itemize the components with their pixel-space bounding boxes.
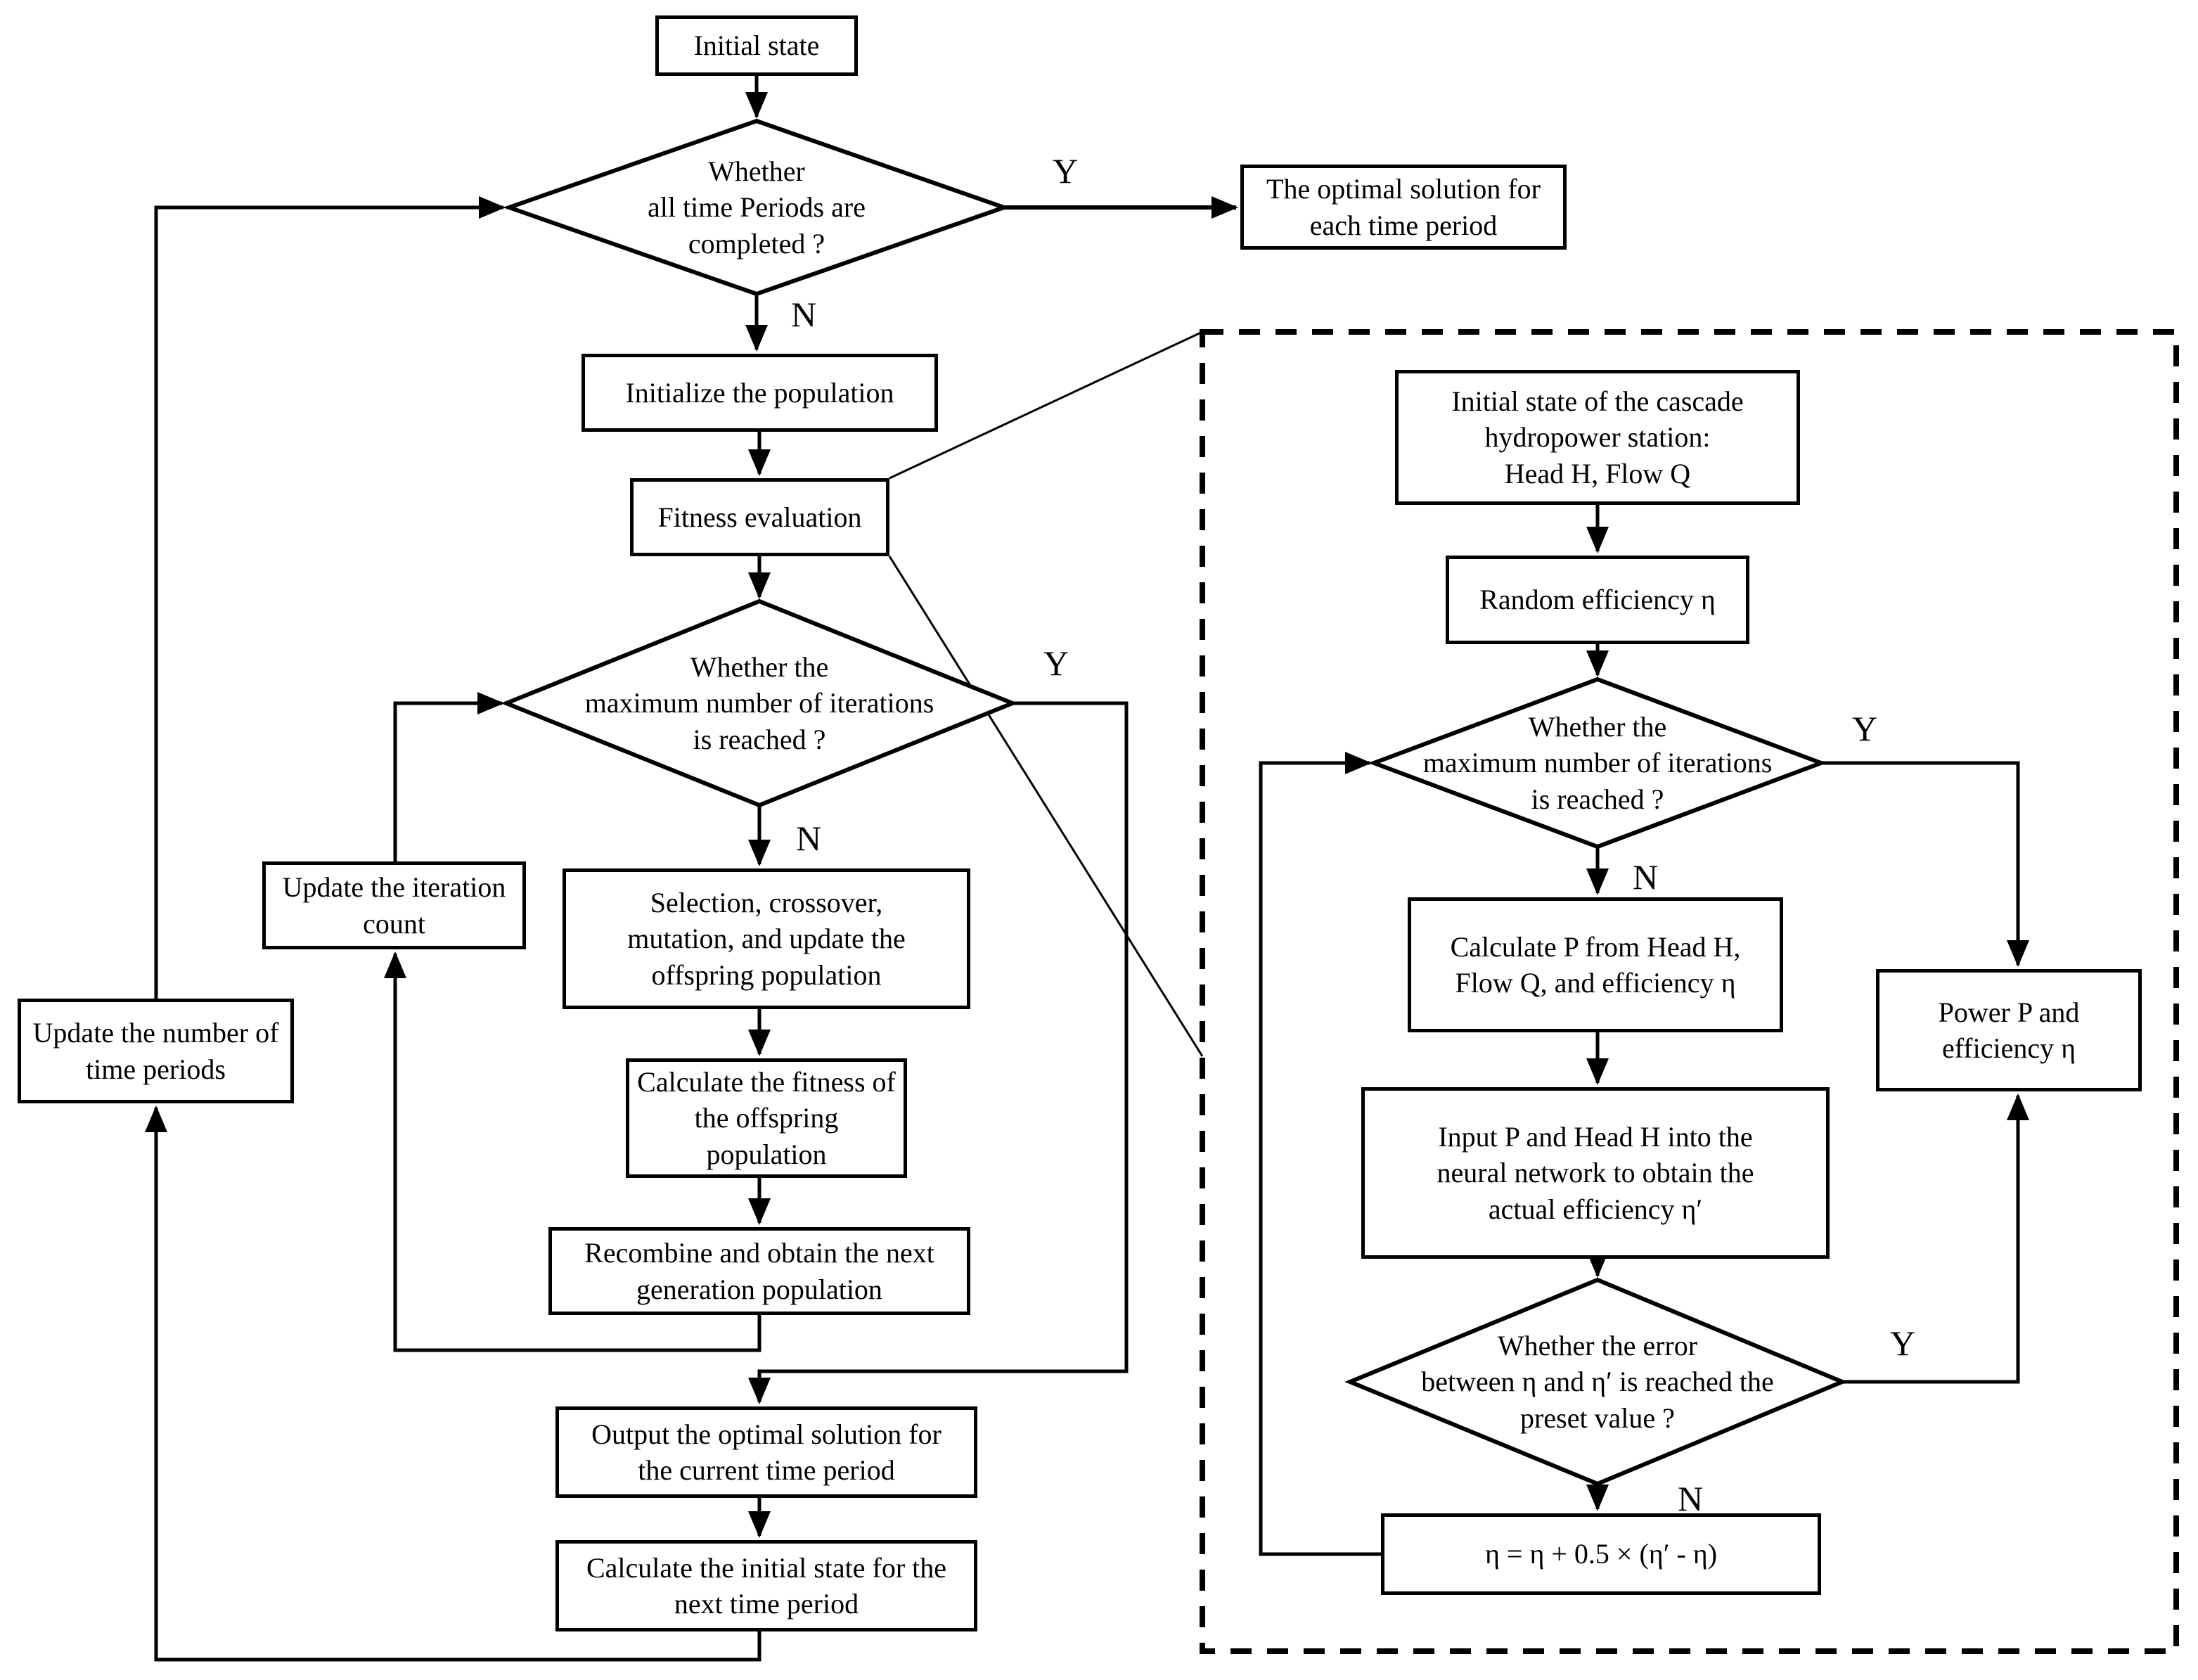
node-random-efficiency: Random efficiency η	[1446, 556, 1749, 644]
node-optimal-solution: The optimal solution for each time perio…	[1240, 165, 1567, 250]
decision-error-preset-label: Whether the error between η and η′ is re…	[1421, 1330, 1774, 1434]
decision-all-periods-shape	[502, 118, 1011, 297]
node-recombine: Recombine and obtain the next generation…	[548, 1227, 970, 1315]
edge-checkiterations-yes-to-output	[748, 701, 1129, 1404]
decision-error-preset-shape	[1344, 1277, 1848, 1487]
branch-label-yes-periods: Y	[1052, 151, 1079, 191]
edge-updateiteration-to-checkiterations	[393, 692, 504, 861]
node-update-time-periods: Update the number of time periods	[18, 999, 294, 1103]
branch-label-no-iterations2: N	[1632, 857, 1659, 897]
branch-label-no-iterations: N	[795, 819, 822, 858]
edge-checkiter2-yes-to-power	[1821, 761, 2029, 967]
node-fitness-evaluation: Fitness evaluation	[630, 478, 889, 556]
node-power-efficiency: Power P and efficiency η	[1876, 969, 2142, 1091]
decision-max-iterations2-shape	[1368, 677, 1827, 849]
decision-max-iterations-label: Whether the maximum number of iterations…	[584, 651, 934, 755]
edge-calcinitial-to-updateperiods	[145, 1105, 761, 1662]
branch-label-no-periods: N	[790, 295, 817, 334]
decision-max-iterations2-label: Whether the maximum number of iterations…	[1422, 711, 1773, 815]
node-calculate-power: Calculate P from Head H, Flow Q, and eff…	[1408, 897, 1783, 1032]
edge-updateperiods-to-checkperiods	[154, 196, 506, 999]
branch-label-yes-iterations: Y	[1043, 643, 1069, 683]
branch-label-yes-error: Y	[1889, 1323, 1916, 1363]
node-output-optimal: Output the optimal solution for the curr…	[555, 1406, 977, 1498]
node-calculate-fitness: Calculate the fitness of the offspring p…	[626, 1058, 907, 1178]
edge-recombine-to-updateiteration	[384, 951, 761, 1352]
edge-updateeta-to-checkiter2	[1259, 752, 1381, 1556]
node-calc-initial-next: Calculate the initial state for the next…	[555, 1540, 977, 1631]
branch-label-yes-iterations2: Y	[1851, 709, 1878, 748]
detail-panel-dashed-border	[1200, 329, 2179, 1654]
edge-checkerror-yes-to-power	[1842, 1094, 2029, 1384]
callout-line-upper	[889, 331, 1203, 480]
callout-line-lower	[888, 556, 1204, 1057]
branch-label-no-error: N	[1677, 1479, 1704, 1518]
node-station-initial-state: Initial state of the cascade hydropower …	[1395, 370, 1800, 505]
node-selection-crossover: Selection, crossover, mutation, and upda…	[563, 868, 970, 1009]
decision-all-periods-label: Whether all time Periods are completed ?	[648, 155, 866, 259]
node-initialize-population: Initialize the population	[581, 354, 938, 432]
node-update-iteration-count: Update the iteration count	[262, 861, 526, 949]
decision-max-iterations-shape	[500, 598, 1019, 808]
node-initial-state: Initial state	[655, 15, 858, 76]
node-input-neural-network: Input P and Head H into the neural netwo…	[1361, 1087, 1830, 1259]
node-update-eta: η = η + 0.5 × (η′ - η)	[1381, 1513, 1821, 1595]
